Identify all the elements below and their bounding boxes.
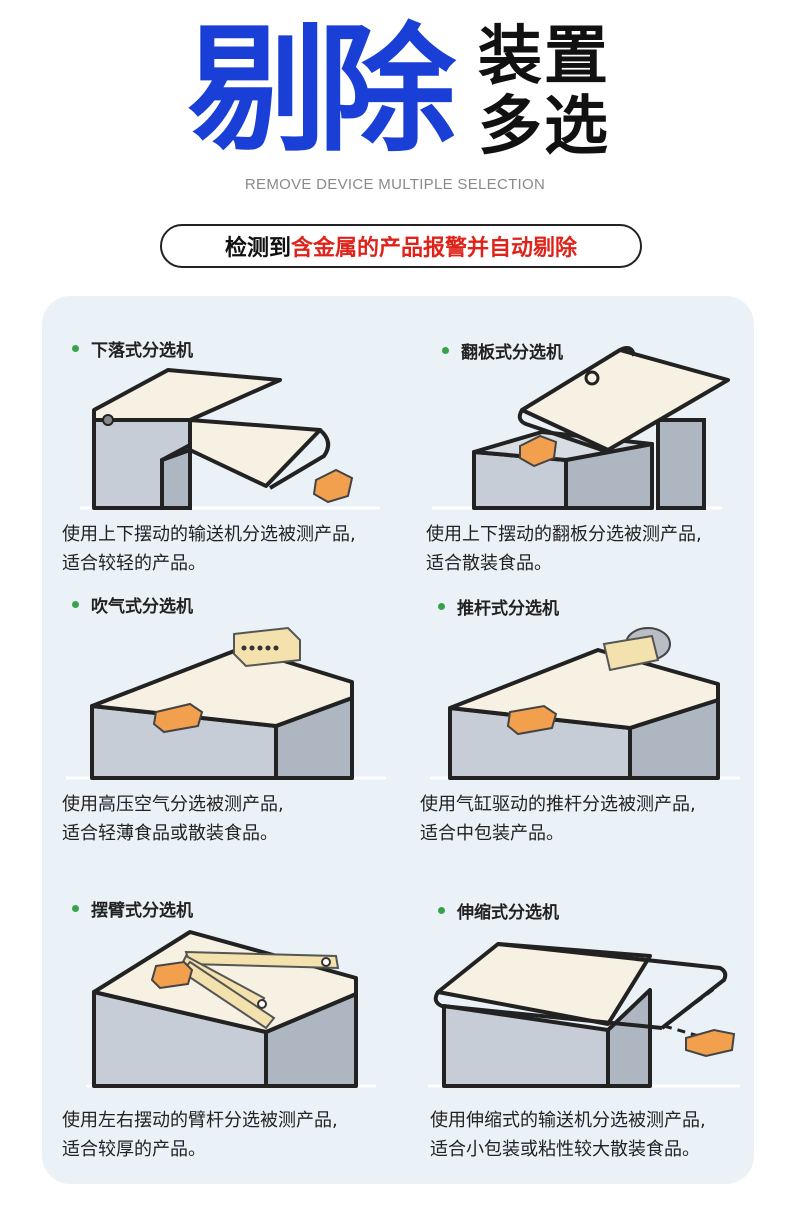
card-title-pushrod: 推杆式分选机 (438, 594, 559, 619)
card-desc-airblow: 使用高压空气分选被测产品, 适合轻薄食品或散装食品。 (62, 790, 284, 848)
swingarm-sorter-illustration (86, 922, 376, 1090)
desc-line: 使用高压空气分选被测产品, (62, 794, 284, 815)
card-title-text: 翻板式分选机 (461, 343, 563, 363)
desc-line: 适合小包装或粘性较大散装食品。 (430, 1139, 700, 1160)
banner-highlight: 含金属的产品报警并自动剔除 (291, 236, 578, 261)
card-title-text: 吹气式分选机 (91, 597, 193, 617)
desc-line: 使用气缸驱动的推杆分选被测产品, (420, 794, 696, 815)
hero-title-line2: 多选 (478, 90, 610, 164)
telescopic-sorter-illustration (428, 930, 740, 1090)
card-desc-telescopic: 使用伸缩式的输送机分选被测产品, 适合小包装或粘性较大散装食品。 (430, 1106, 706, 1164)
drop-sorter-illustration (80, 360, 380, 512)
banner-prefix: 检测到 (224, 236, 291, 261)
card-title-swingarm: 摆臂式分选机 (72, 896, 193, 921)
desc-line: 适合较厚的产品。 (62, 1139, 206, 1160)
hero-title-main: 剔除 (188, 10, 456, 171)
card-title-text: 推杆式分选机 (457, 599, 559, 619)
desc-line: 适合轻薄食品或散装食品。 (62, 823, 278, 844)
bullet-dot (438, 603, 445, 610)
bullet-dot (72, 905, 79, 912)
desc-line: 使用上下摆动的输送机分选被测产品, (62, 524, 356, 545)
card-desc-swingarm: 使用左右摆动的臂杆分选被测产品, 适合较厚的产品。 (62, 1106, 338, 1164)
card-title-text: 伸缩式分选机 (457, 903, 559, 923)
card-title-text: 摆臂式分选机 (91, 901, 193, 921)
bullet-dot (442, 347, 449, 354)
desc-line: 使用上下摆动的翻板分选被测产品, (426, 524, 702, 545)
bullet-dot (72, 601, 79, 608)
card-desc-flap: 使用上下摆动的翻板分选被测产品, 适合散装食品。 (426, 520, 702, 578)
card-desc-drop: 使用上下摆动的输送机分选被测产品, 适合较轻的产品。 (62, 520, 356, 578)
pushrod-sorter-illustration (430, 620, 740, 782)
airblow-sorter-illustration (66, 620, 386, 782)
desc-line: 适合较轻的产品。 (62, 553, 206, 574)
alarm-banner: 检测到含金属的产品报警并自动剔除 (160, 224, 642, 268)
desc-line: 适合散装食品。 (426, 553, 552, 574)
card-desc-pushrod: 使用气缸驱动的推杆分选被测产品, 适合中包装产品。 (420, 790, 696, 848)
hero-title-line1: 装置 (478, 20, 610, 94)
flap-sorter-illustration (422, 340, 732, 512)
desc-line: 使用伸缩式的输送机分选被测产品, (430, 1110, 706, 1131)
desc-line: 使用左右摆动的臂杆分选被测产品, (62, 1110, 338, 1131)
hero-header: 剔除 装置 多选 REMOVE DEVICE MULTIPLE SELECTIO… (0, 0, 790, 210)
hero-subtitle: REMOVE DEVICE MULTIPLE SELECTION (244, 176, 546, 193)
desc-line: 适合中包装产品。 (420, 823, 564, 844)
bullet-dot (438, 907, 445, 914)
bullet-dot (72, 345, 79, 352)
card-title-drop: 下落式分选机 (72, 336, 193, 361)
card-title-flap: 翻板式分选机 (442, 338, 563, 363)
card-title-text: 下落式分选机 (91, 341, 193, 361)
card-title-airblow: 吹气式分选机 (72, 592, 193, 617)
card-title-telescopic: 伸缩式分选机 (438, 898, 559, 923)
